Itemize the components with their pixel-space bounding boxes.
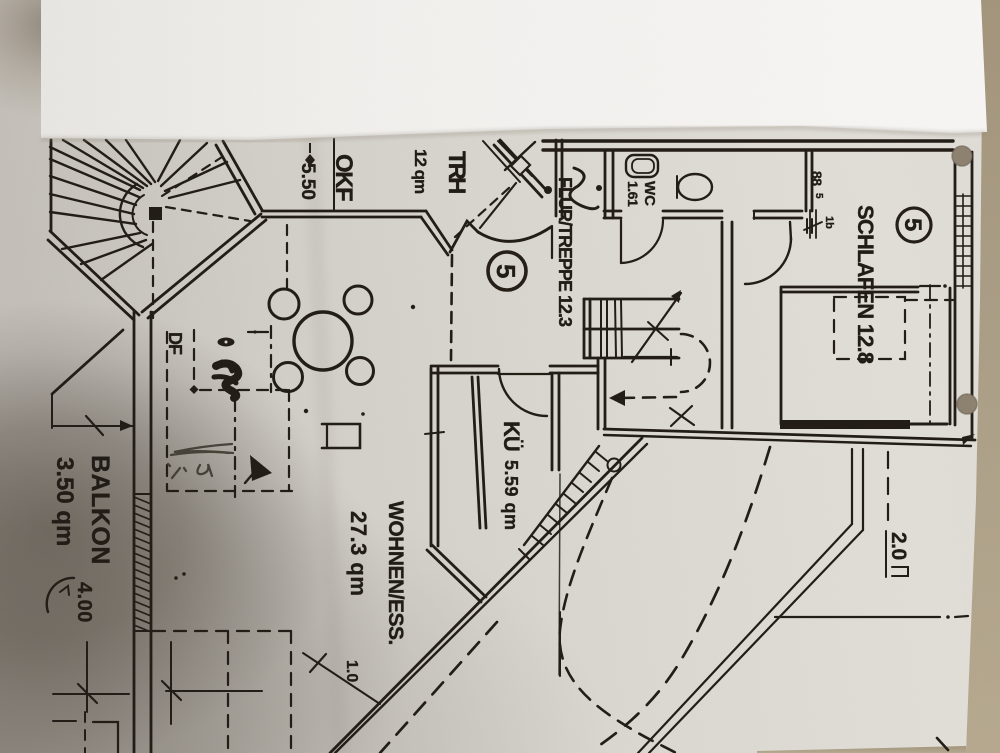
svg-text:3.50 qm: 3.50 qm <box>51 457 78 546</box>
svg-text:27.3 qm: 27.3 qm <box>346 511 371 596</box>
svg-text:88: 88 <box>809 171 825 186</box>
svg-text:SCHLAFEN 12.8: SCHLAFEN 12.8 <box>853 205 878 364</box>
svg-text:5: 5 <box>491 264 521 278</box>
svg-text:FLUR/TREPPE 12.3: FLUR/TREPPE 12.3 <box>555 177 575 327</box>
svg-text:5.50: 5.50 <box>297 163 318 200</box>
svg-text:1.61: 1.61 <box>625 181 641 207</box>
svg-text:KÜ: KÜ <box>499 421 524 451</box>
svg-text:4.00: 4.00 <box>73 582 95 623</box>
svg-text:DF: DF <box>165 332 185 355</box>
svg-text:BALKON: BALKON <box>86 455 114 565</box>
svg-text:TRH: TRH <box>443 151 470 193</box>
svg-text:5.59 qm: 5.59 qm <box>501 460 521 531</box>
svg-text:2.0: 2.0 <box>887 532 910 560</box>
svg-text:5: 5 <box>813 193 824 199</box>
svg-text:WOHNEN/ESS.: WOHNEN/ESS. <box>384 501 407 645</box>
svg-text:12 qm: 12 qm <box>411 149 430 194</box>
svg-text:OKF: OKF <box>330 154 357 201</box>
svg-text:5: 5 <box>899 218 926 231</box>
svg-text:WC: WC <box>641 181 658 206</box>
svg-text:1b: 1b <box>823 216 835 229</box>
svg-text:1.0: 1.0 <box>343 660 360 682</box>
